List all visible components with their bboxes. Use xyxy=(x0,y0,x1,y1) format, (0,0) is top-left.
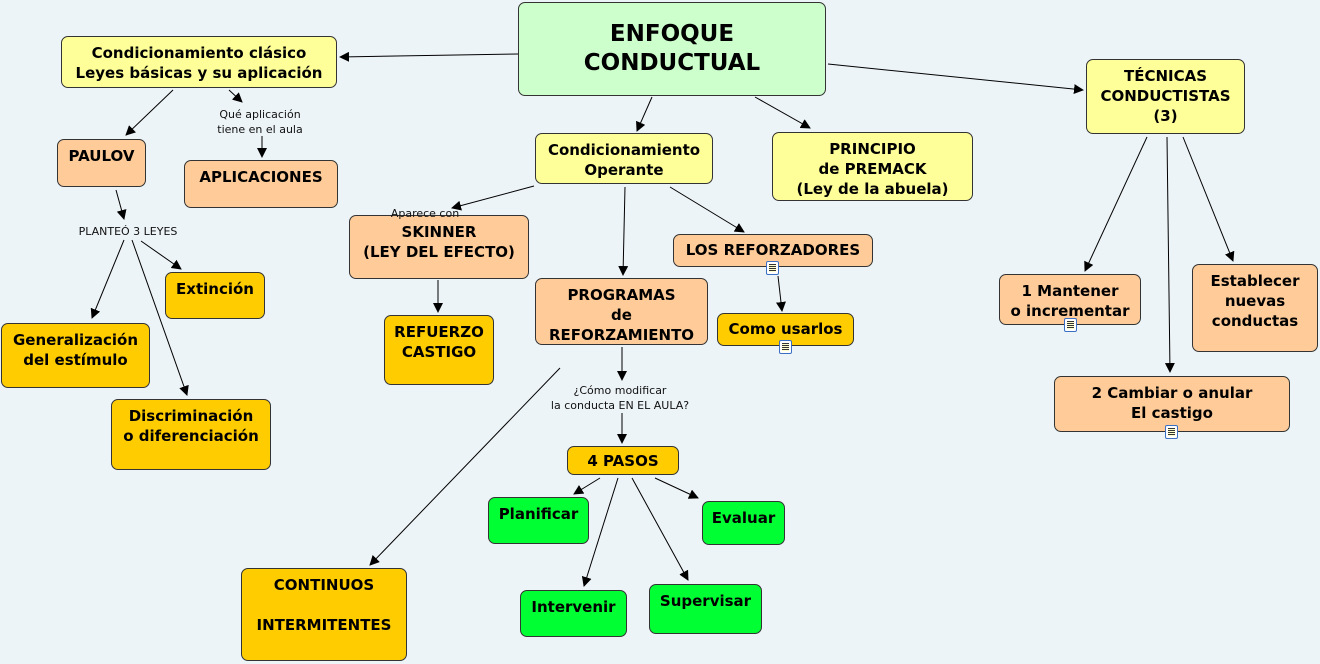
arrow-connector xyxy=(669,186,745,233)
node-tecnicas-conductistas[interactable]: TÉCNICAS CONDUCTISTAS (3) xyxy=(1086,59,1245,134)
arrow-connector xyxy=(125,89,174,136)
arrow-connector xyxy=(369,367,561,566)
node-condicionamiento-clasico[interactable]: Condicionamiento clásico Leyes básicas y… xyxy=(61,36,337,88)
arrow-connector xyxy=(140,240,182,270)
node-generalizacion[interactable]: Generalización del estímulo xyxy=(1,323,150,388)
node-como-usarlos[interactable]: Como usarlos xyxy=(717,313,854,346)
node-premack[interactable]: PRINCIPIO de PREMACK (Ley de la abuela) xyxy=(772,132,973,201)
node-paulov[interactable]: PAULOV xyxy=(57,139,146,187)
arrow-connector xyxy=(451,185,535,211)
node-programas-reforzamiento[interactable]: PROGRAMAS de REFORZAMIENTO xyxy=(535,278,708,345)
arrow-connector xyxy=(1182,136,1235,262)
node-aplicaciones[interactable]: APLICACIONES xyxy=(184,160,338,208)
node-cambiar-anular[interactable]: 2 Cambiar o anular El castigo xyxy=(1054,376,1290,432)
arrow-connector xyxy=(115,189,127,220)
link-label-aparece: Aparece con xyxy=(390,207,460,220)
arrow-connector xyxy=(754,96,811,129)
link-label-como-modificar: ¿Cómo modificar la conducta EN EL AULA? xyxy=(550,384,690,412)
node-los-reforzadores[interactable]: LOS REFORZADORES xyxy=(673,234,873,267)
arrow-connector xyxy=(618,186,629,276)
arrow-connector xyxy=(581,477,619,587)
arrow-connector xyxy=(636,96,653,132)
node-enfoque-conductual[interactable]: ENFOQUE CONDUCTUAL xyxy=(518,2,826,96)
node-refuerzo-castigo[interactable]: REFUERZO CASTIGO xyxy=(384,315,494,385)
node-condicionamiento-operante[interactable]: Condicionamiento Operante xyxy=(535,133,713,184)
node-intervenir[interactable]: Intervenir xyxy=(520,590,627,637)
node-mantener-incrementar[interactable]: 1 Mantener o incrementar xyxy=(999,274,1141,325)
node-skinner[interactable]: SKINNER (LEY DEL EFECTO) xyxy=(349,215,529,279)
node-planificar[interactable]: Planificar xyxy=(488,497,589,544)
node-evaluar[interactable]: Evaluar xyxy=(702,501,785,545)
node-discriminacion[interactable]: Discriminación o diferenciación xyxy=(111,399,271,470)
arrow-connector xyxy=(1164,136,1175,373)
note-attachment-icon[interactable] xyxy=(766,261,779,275)
note-attachment-icon[interactable] xyxy=(1165,425,1178,439)
node-continuos-intermitentes[interactable]: CONTINUOS INTERMITENTES xyxy=(241,568,407,661)
note-attachment-icon[interactable] xyxy=(1064,318,1077,332)
node-establecer-conductas[interactable]: Establecer nuevas conductas xyxy=(1192,264,1318,352)
arrow-connector xyxy=(131,239,189,396)
node-4-pasos[interactable]: 4 PASOS xyxy=(567,446,679,475)
arrow-connector xyxy=(827,63,1084,95)
link-label-que-aplicacion: Qué aplicación tiene en el aula xyxy=(217,108,303,136)
arrow-connector xyxy=(631,477,689,581)
note-attachment-icon[interactable] xyxy=(779,340,792,354)
arrow-connector xyxy=(339,51,519,62)
arrow-connector xyxy=(573,477,601,495)
arrow-connector xyxy=(90,239,125,319)
node-supervisar[interactable]: Supervisar xyxy=(649,584,762,634)
arrow-connector xyxy=(776,275,786,312)
arrow-connector xyxy=(228,89,243,103)
arrow-connector xyxy=(1084,136,1148,272)
node-extincion[interactable]: Extinción xyxy=(165,272,265,319)
link-label-planteo: PLANTEÓ 3 LEYES xyxy=(78,225,178,238)
arrow-connector xyxy=(654,477,699,499)
